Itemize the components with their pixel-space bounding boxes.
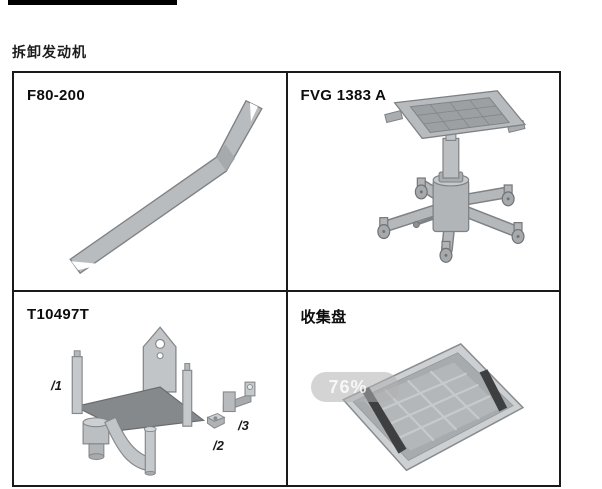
progress-overlay: 76% [311,372,399,402]
top-edge-bar [8,0,177,5]
engine-stand-illustration [376,90,526,263]
tool-id-label: FVG 1383 A [300,87,387,104]
tool-cell-fvg-1383-a: FVG 1383 A [287,73,559,290]
callout-label-1: /1 [51,378,62,393]
callout-label-3: /3 [238,418,249,433]
tool-id-label: T10497T [27,306,90,323]
callout-label-2: /2 [213,438,224,453]
tools-table: F80-200 [12,71,561,487]
mount-bracket-illustration [71,326,256,476]
pry-bar-illustration [69,99,263,275]
page-title: 拆卸发动机 [12,44,87,60]
tool-id-label: 收集盘 [300,309,347,326]
caster-wheels [376,177,525,263]
tool-id-label: F80-200 [27,87,85,104]
tool-cell-f80-200: F80-200 [14,73,286,290]
tool-cell-t10497t: T10497T /1 /2 /3 [14,292,286,485]
progress-label: 76% [328,376,368,397]
collection-tray-illustration [341,343,524,472]
tool-cell-collection-tray: 收集盘 [287,292,559,485]
